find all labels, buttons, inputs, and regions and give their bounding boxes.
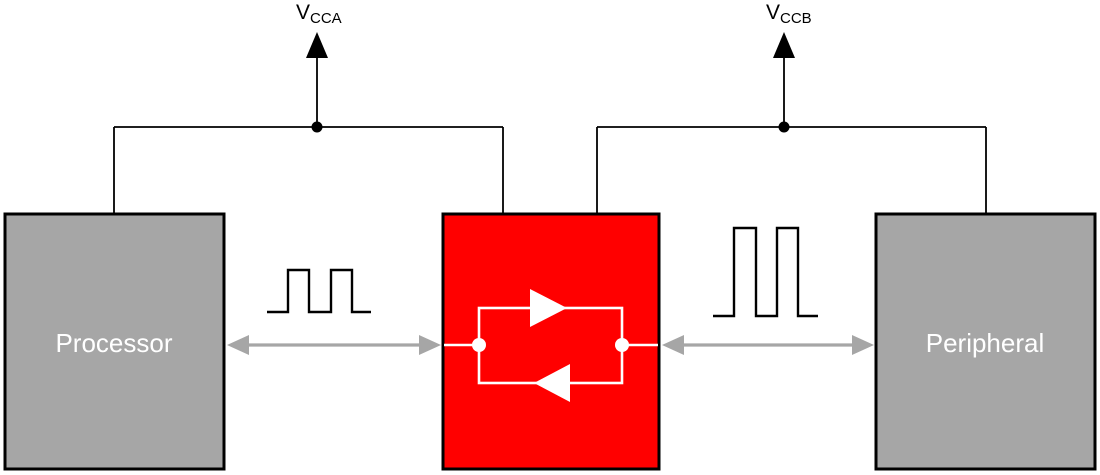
b-side-square-wave-icon: [713, 226, 818, 318]
bidirectional-buffer-icon: [444, 289, 658, 402]
vcca-label-base: V: [296, 1, 310, 24]
peripheral-block: [874, 212, 1097, 471]
vccb-label-subscript: CCB: [780, 10, 812, 27]
a-side-right-arrowhead-icon: [419, 335, 441, 355]
b-side-left-arrowhead-icon: [662, 335, 684, 355]
vcca-rail: VCCA: [113, 1, 504, 214]
vccb-label-base: V: [766, 1, 780, 24]
b-side-bus: [662, 226, 874, 355]
a-to-b-buffer-triangle-icon: [530, 289, 567, 327]
vcca-junction-dot: [311, 121, 323, 133]
a-side-square-wave-icon: [267, 268, 371, 314]
vccb-up-arrow-icon: [773, 32, 795, 58]
a-side-bus: [227, 268, 441, 355]
vccb-junction-dot: [778, 121, 790, 133]
b-to-a-buffer-triangle-icon: [534, 364, 570, 402]
peripheral-label: Peripheral: [926, 328, 1045, 358]
vcca-label: VCCA: [296, 1, 342, 27]
a-side-left-arrowhead-icon: [227, 335, 249, 355]
vcca-up-arrow-icon: [306, 32, 328, 58]
processor-label: Processor: [55, 328, 172, 358]
port-a-node: [472, 338, 486, 352]
vccb-rail: VCCB: [596, 1, 987, 214]
vccb-label: VCCB: [766, 1, 812, 27]
vcca-label-subscript: CCA: [310, 10, 342, 27]
processor-block: [3, 212, 226, 471]
port-b-node: [615, 338, 629, 352]
b-side-right-arrowhead-icon: [852, 335, 874, 355]
